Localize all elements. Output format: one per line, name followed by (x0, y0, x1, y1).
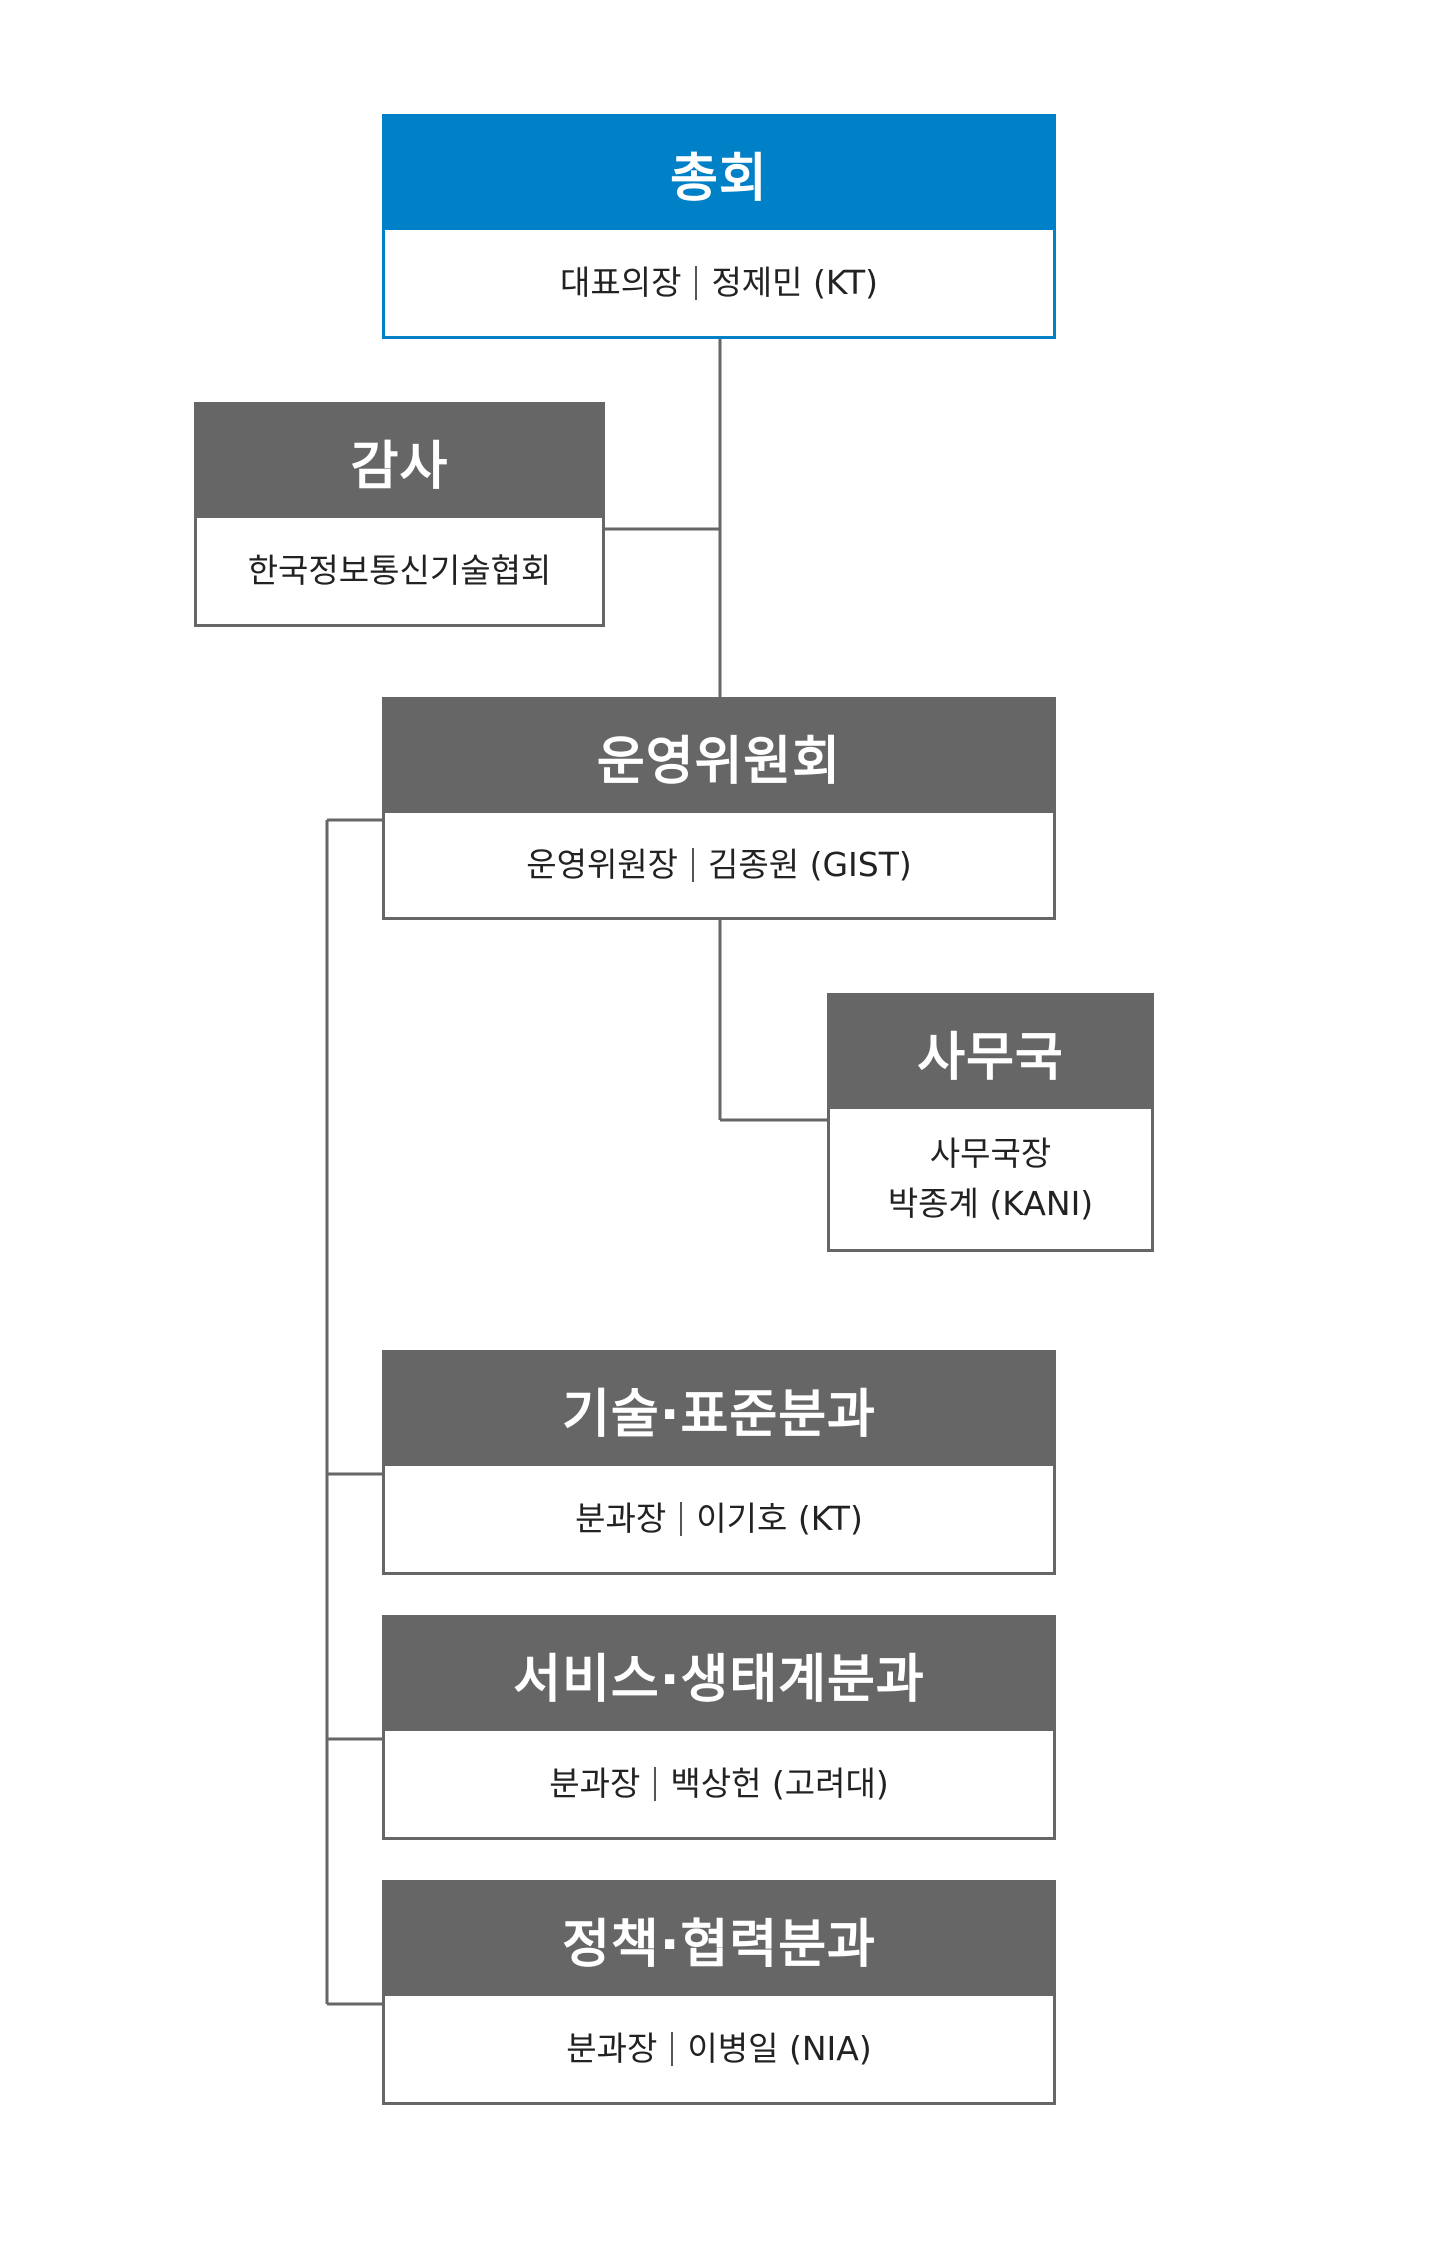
secretariat-person: 박종계 (KANI) (887, 1184, 1094, 1223)
tech-standard-title: 기술·표준분과 (385, 1353, 1053, 1466)
policy-cooperation-box: 정책·협력분과 분과장 이병일 (NIA) (382, 1880, 1056, 2105)
audit-title: 감사 (197, 405, 602, 518)
service-ecosystem-leader: 분과장 백상헌 (고려대) (549, 1759, 889, 1809)
policy-cooperation-title: 정책·협력분과 (385, 1883, 1053, 1996)
separator (692, 848, 695, 882)
steering-committee-role: 운영위원장 (526, 845, 679, 884)
steering-committee-box: 운영위원회 운영위원장 김종원 (GIST) (382, 697, 1056, 920)
general-assembly-box: 총회 대표의장 정제민 (KT) (382, 114, 1056, 339)
secretariat-box: 사무국 사무국장 박종계 (KANI) (827, 993, 1154, 1252)
steering-committee-person: 김종원 (GIST) (708, 845, 912, 884)
general-assembly-title: 총회 (385, 117, 1053, 230)
separator (680, 1502, 683, 1536)
steering-committee-leader: 운영위원장 김종원 (GIST) (526, 840, 912, 890)
general-assembly-role: 대표의장 (559, 263, 682, 302)
tech-standard-box: 기술·표준분과 분과장 이기호 (KT) (382, 1350, 1056, 1575)
audit-box: 감사 한국정보통신기술협회 (194, 402, 605, 627)
policy-cooperation-role: 분과장 (566, 2029, 658, 2068)
tech-standard-leader: 분과장 이기호 (KT) (575, 1494, 863, 1544)
policy-cooperation-leader: 분과장 이병일 (NIA) (566, 2024, 871, 2074)
service-ecosystem-role: 분과장 (549, 1764, 641, 1803)
service-ecosystem-person: 백상헌 (고려대) (670, 1764, 889, 1803)
policy-cooperation-person: 이병일 (NIA) (687, 2029, 872, 2068)
audit-org: 한국정보통신기술협회 (247, 551, 552, 590)
tech-standard-person: 이기호 (KT) (696, 1499, 863, 1538)
separator (695, 266, 698, 300)
separator (654, 1767, 657, 1801)
steering-committee-title: 운영위원회 (385, 700, 1053, 813)
general-assembly-leader: 대표의장 정제민 (KT) (560, 258, 878, 308)
general-assembly-person: 정제민 (KT) (711, 263, 878, 302)
tech-standard-role: 분과장 (575, 1499, 667, 1538)
service-ecosystem-box: 서비스·생태계분과 분과장 백상헌 (고려대) (382, 1615, 1056, 1840)
secretariat-role: 사무국장 (929, 1134, 1052, 1173)
service-ecosystem-title: 서비스·생태계분과 (385, 1618, 1053, 1731)
secretariat-title: 사무국 (830, 996, 1151, 1109)
separator (671, 2032, 674, 2066)
